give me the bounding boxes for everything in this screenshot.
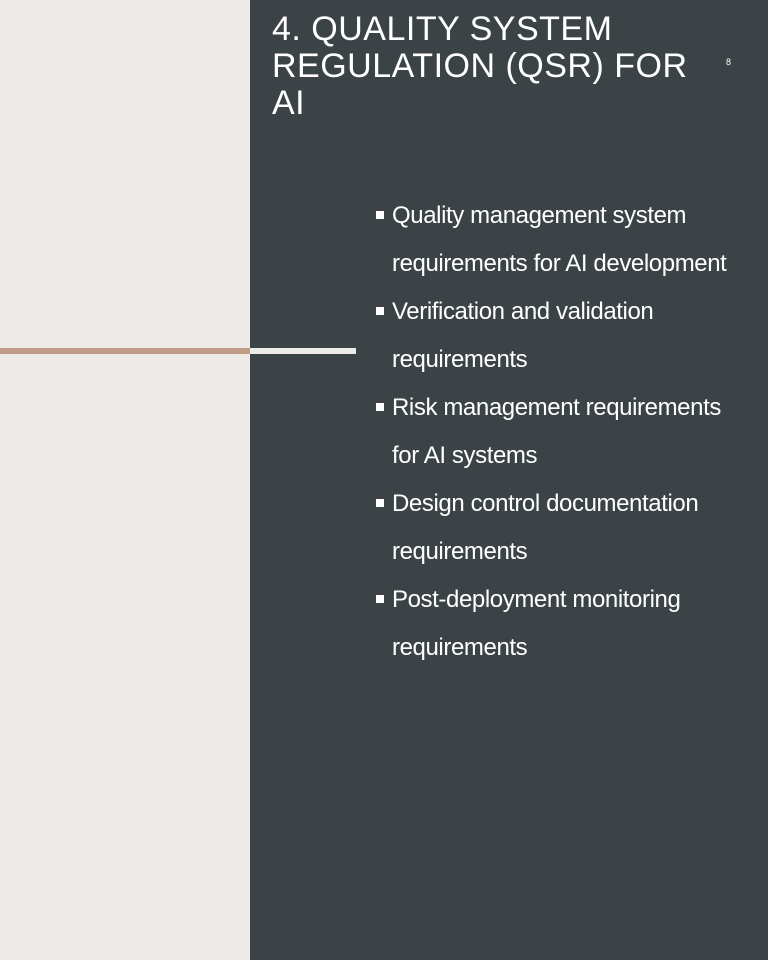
bullet-item: Quality management system requirements f… bbox=[376, 192, 746, 288]
bullet-item: Risk management requirements for AI syst… bbox=[376, 384, 746, 480]
bullet-item: Post-deployment monitoring requirements bbox=[376, 576, 746, 672]
square-bullet-icon bbox=[376, 307, 384, 315]
square-bullet-icon bbox=[376, 595, 384, 603]
bullet-item: Design control documentation requirement… bbox=[376, 480, 746, 576]
accent-line-light bbox=[250, 348, 356, 354]
bullet-text: Design control documentation requirement… bbox=[392, 490, 699, 565]
content-panel bbox=[250, 0, 768, 960]
square-bullet-icon bbox=[376, 499, 384, 507]
accent-line-tan bbox=[0, 348, 250, 354]
square-bullet-icon bbox=[376, 211, 384, 219]
square-bullet-icon bbox=[376, 403, 384, 411]
bullet-text: Post-deployment monitoring requirements bbox=[392, 586, 681, 661]
bullet-text: Risk management requirements for AI syst… bbox=[392, 394, 721, 469]
bullet-text: Verification and validation requirements bbox=[392, 298, 654, 373]
bullet-item: Verification and validation requirements bbox=[376, 288, 746, 384]
left-panel bbox=[0, 0, 250, 960]
slide-title: 4. QUALITY SYSTEM REGULATION (QSR) FOR A… bbox=[272, 10, 688, 122]
bullet-list: Quality management system requirements f… bbox=[376, 192, 746, 672]
slide-number: 8 bbox=[726, 57, 732, 67]
bullet-text: Quality management system requirements f… bbox=[392, 202, 727, 277]
